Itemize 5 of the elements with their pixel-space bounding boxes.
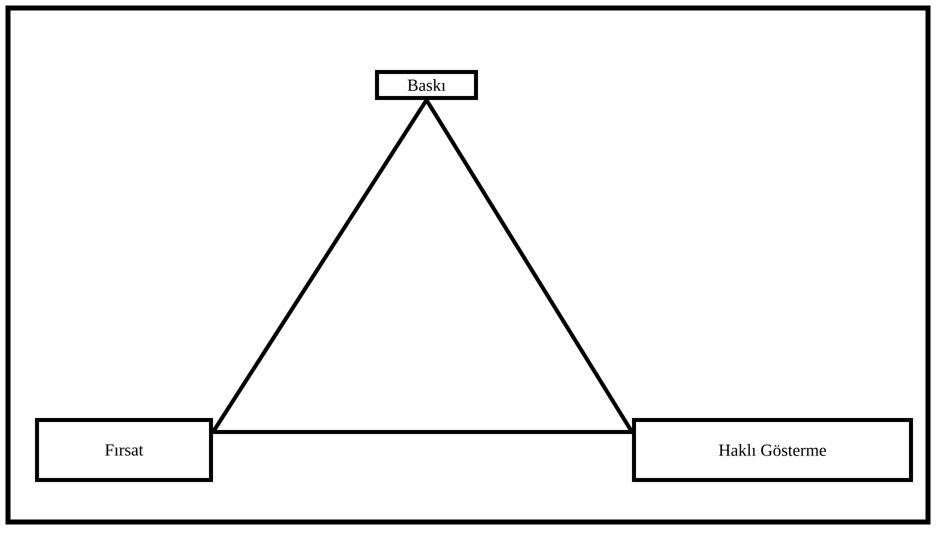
triangle-side [213,430,634,434]
concept-box: Fırsat [35,418,213,482]
concept-box: Haklı Gösterme [632,418,913,482]
concept-box: Baskı [375,70,478,100]
triangle-side [211,100,428,434]
